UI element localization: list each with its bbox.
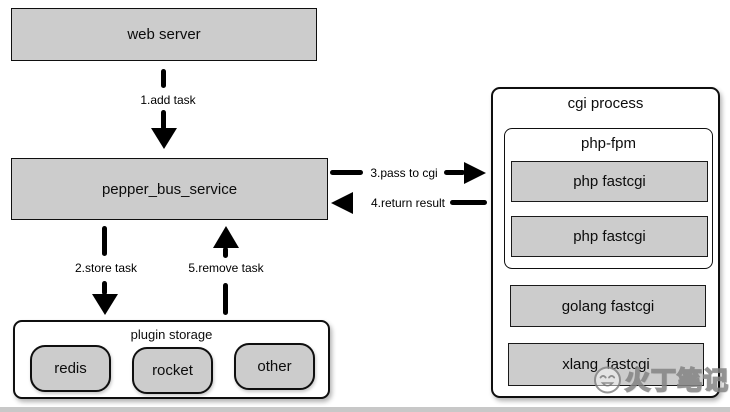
edge-store-task-label: 2.store task	[74, 261, 138, 275]
php-fpm-title: php-fpm	[580, 135, 637, 152]
plugin-rocket-label: rocket	[152, 362, 193, 379]
php-fpm-container: php-fpm php fastcgi php fastcgi	[504, 128, 713, 269]
edge-return-result-dash	[450, 200, 487, 205]
edge-store-task-shaft-bottom	[102, 281, 107, 295]
plugin-storage-title: plugin storage	[130, 327, 213, 342]
php-fastcgi-label-1: php fastcgi	[573, 173, 646, 190]
edge-return-result-label: 4.return result	[370, 196, 446, 210]
edge-remove-task-label: 5.remove task	[188, 261, 264, 275]
plugin-redis-node: redis	[30, 345, 111, 392]
plugin-other-node: other	[234, 343, 315, 390]
web-server-node: web server	[11, 8, 317, 61]
edge-pass-to-cgi-dash	[330, 170, 363, 175]
edge-add-task-shaft-top	[161, 69, 166, 88]
pepper-bus-service-node: pepper_bus_service	[11, 158, 328, 220]
php-fastcgi-node-1: php fastcgi	[511, 161, 708, 202]
edge-add-task-label: 1.add task	[140, 93, 196, 107]
watermark-text: 火丁笔记	[624, 366, 730, 396]
plugin-redis-label: redis	[54, 360, 87, 377]
edge-store-task-shaft-top	[102, 226, 107, 256]
cgi-process-title: cgi process	[567, 95, 644, 112]
edge-remove-task-arrowhead-up-icon	[213, 226, 239, 248]
edge-store-task-arrowhead-down-icon	[92, 294, 118, 315]
plugin-storage-container: plugin storage redis rocket other	[13, 320, 330, 399]
xlang-fastcgi-label: xlang fastcgi	[562, 356, 650, 373]
edge-pass-to-cgi-arrowhead-right-icon	[464, 162, 486, 184]
smiley-face-icon	[594, 366, 621, 393]
plugin-other-label: other	[257, 358, 292, 375]
golang-fastcgi-node: golang fastcgi	[510, 285, 706, 327]
web-server-label: web server	[127, 26, 201, 43]
edge-remove-task-shaft-bottom	[223, 283, 228, 315]
watermark: 火丁笔记	[592, 361, 729, 397]
plugin-rocket-node: rocket	[132, 347, 213, 394]
edge-pass-to-cgi-shaft	[444, 170, 465, 175]
cgi-process-container: cgi process php-fpm php fastcgi php fast…	[491, 87, 720, 398]
bottom-bar	[0, 407, 730, 412]
php-fastcgi-label-2: php fastcgi	[573, 228, 646, 245]
edge-remove-task-shaft-top	[223, 247, 228, 258]
golang-fastcgi-label: golang fastcgi	[561, 297, 655, 315]
edge-return-result-arrowhead-left-icon	[331, 192, 353, 214]
php-fastcgi-node-2: php fastcgi	[511, 216, 708, 257]
edge-add-task-shaft-bottom	[161, 110, 166, 130]
edge-pass-to-cgi-label: 3.pass to cgi	[370, 166, 438, 180]
pepper-bus-service-label: pepper_bus_service	[101, 180, 238, 198]
xlang-fastcgi-node: xlang fastcgi	[508, 343, 704, 386]
edge-add-task-arrowhead-down-icon	[151, 128, 177, 149]
